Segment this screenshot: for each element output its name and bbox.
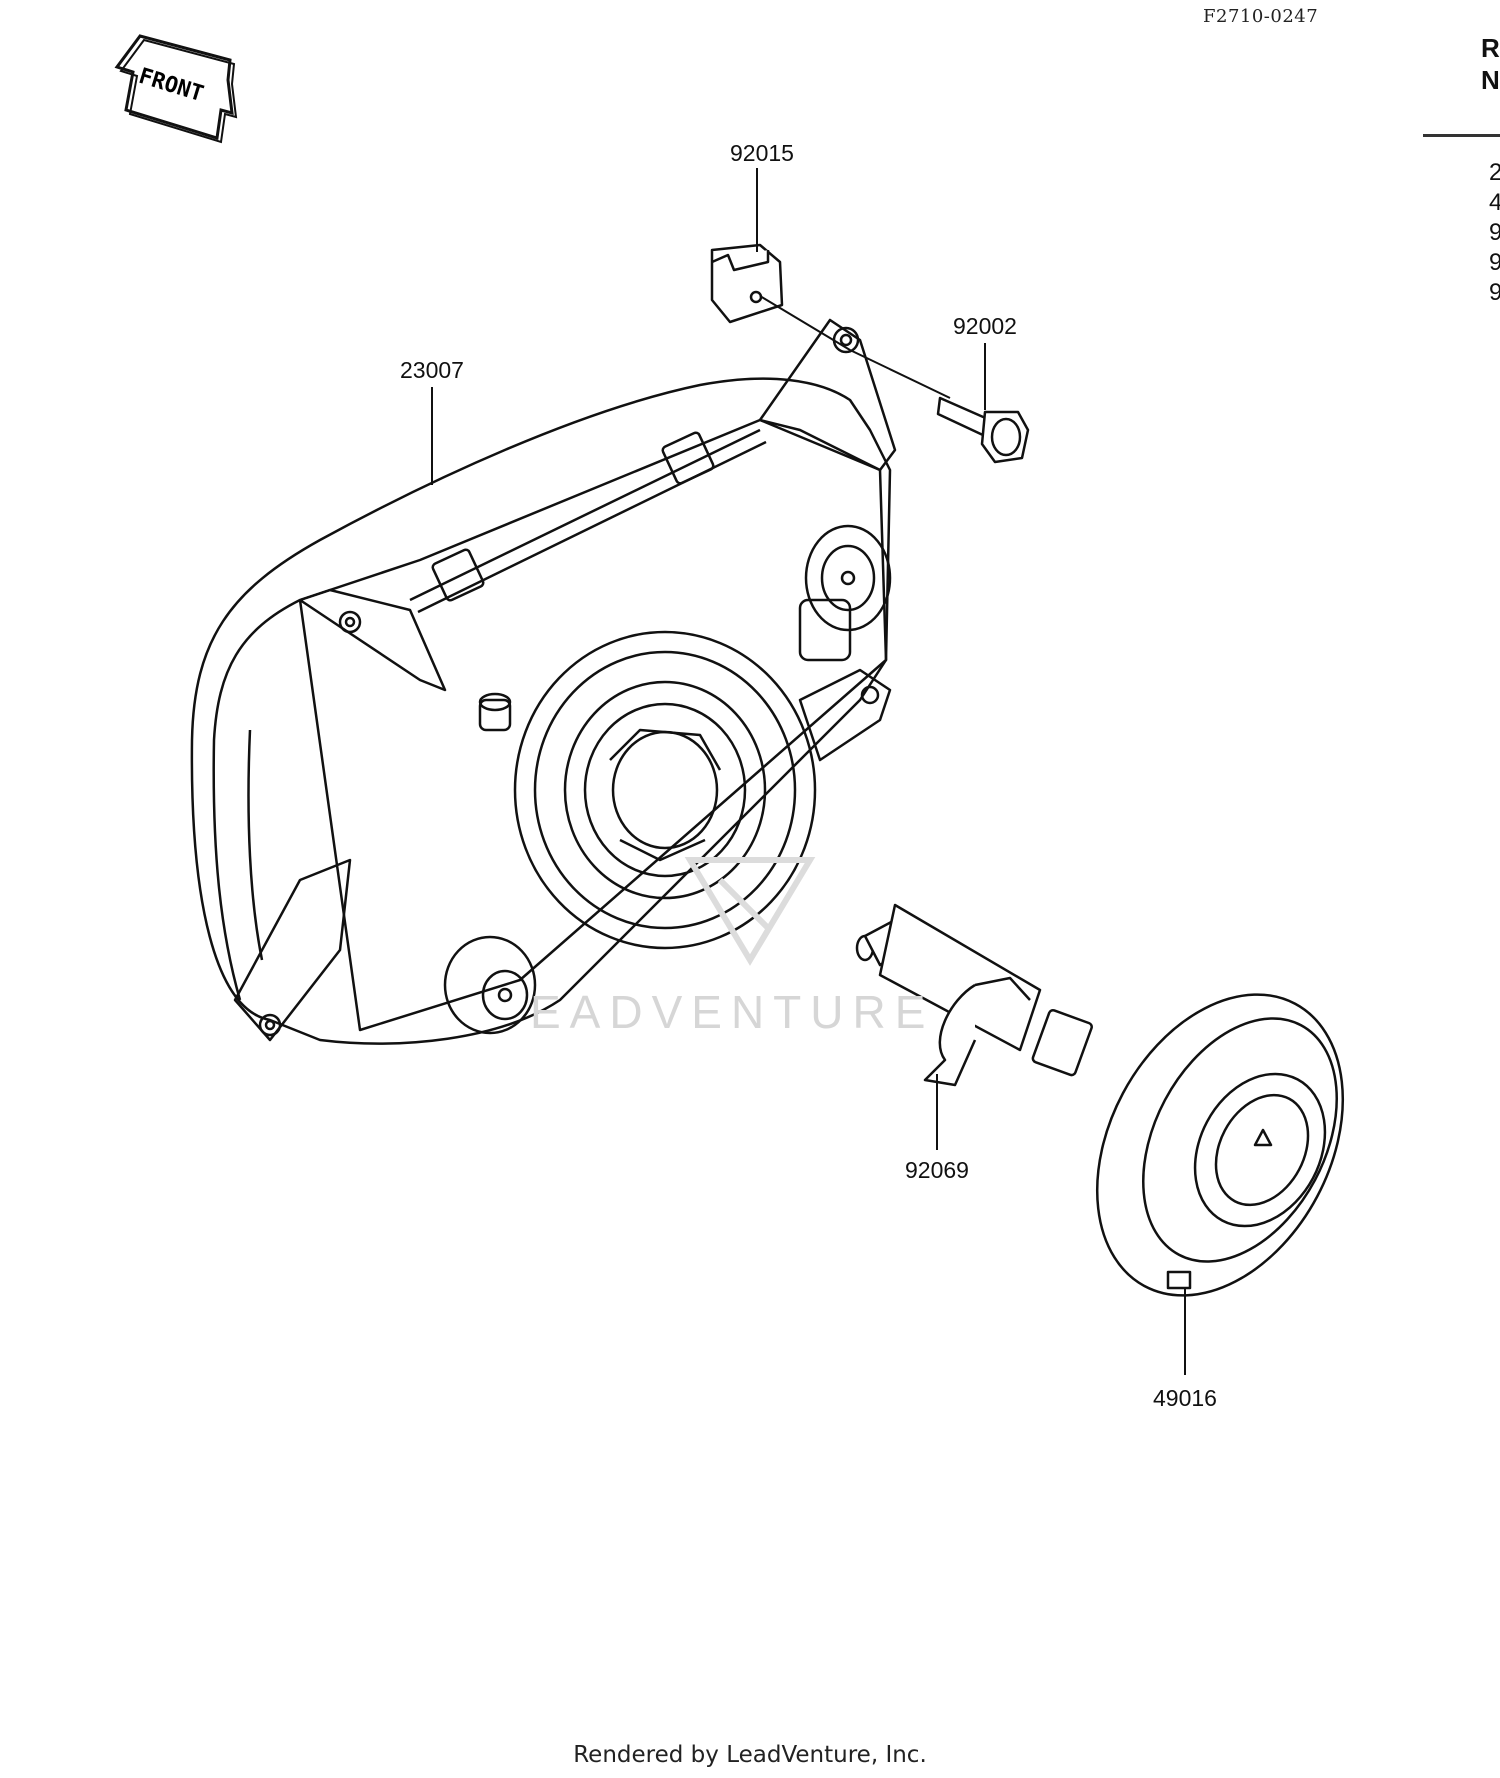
figure-code: F2710-0247	[1203, 6, 1319, 27]
reference-header-line1: R	[1481, 33, 1500, 63]
reference-item: 9	[1489, 279, 1500, 306]
bolt-92002	[936, 396, 1030, 464]
front-arrow-icon: FRONT	[114, 34, 238, 144]
part-label-49016: 49016	[1153, 1385, 1217, 1411]
watermark-text: EADVENTURE	[530, 986, 935, 1038]
reference-header-line2: N	[1481, 65, 1500, 95]
headlamp-housing-23007	[190, 318, 897, 1045]
part-label-23007: 23007	[400, 357, 464, 383]
leader-lines	[431, 168, 1186, 1375]
footer-credit: Rendered by LeadVenture, Inc.	[573, 1742, 927, 1768]
reference-item: 2	[1489, 159, 1500, 186]
reference-column-divider	[1423, 134, 1500, 137]
reference-item: 9	[1489, 249, 1500, 276]
reference-column-header: R N	[1481, 32, 1500, 96]
part-label-92015: 92015	[730, 140, 794, 166]
part-label-92069: 92069	[905, 1157, 969, 1183]
reference-item: 9	[1489, 219, 1500, 246]
part-label-92002: 92002	[953, 313, 1017, 339]
bulb-92069	[855, 903, 1093, 1087]
cap-49016	[1095, 993, 1345, 1297]
reference-item: 4	[1489, 189, 1500, 216]
clip-92015	[710, 243, 784, 324]
leadventure-logo-watermark	[684, 857, 816, 966]
